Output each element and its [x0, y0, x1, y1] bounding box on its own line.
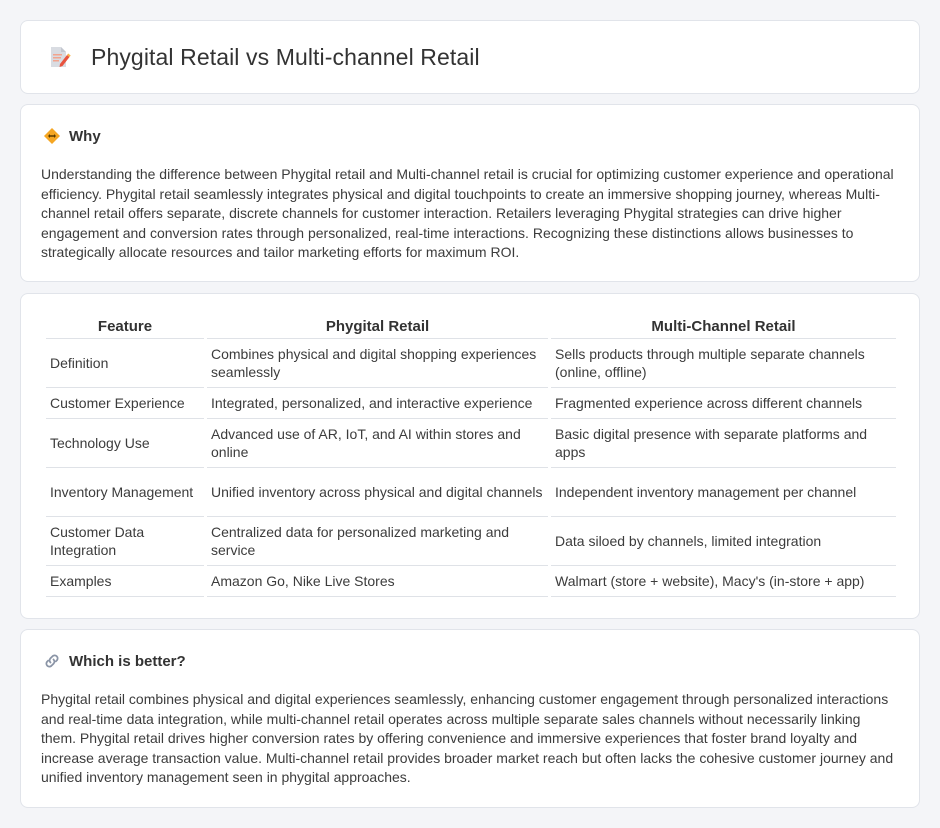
table-cell: Advanced use of AR, IoT, and AI within s…	[207, 419, 548, 468]
table-cell: Integrated, personalized, and interactiv…	[207, 388, 548, 419]
table-row: Examples Amazon Go, Nike Live Stores Wal…	[46, 566, 896, 597]
table-cell: Customer Data Integration	[46, 517, 204, 566]
table-header-row: Feature Phygital Retail Multi-Channel Re…	[46, 316, 896, 339]
why-text: Understanding the difference between Phy…	[41, 166, 894, 261]
comparison-table: Feature Phygital Retail Multi-Channel Re…	[43, 316, 899, 597]
table-cell: Definition	[46, 339, 204, 388]
table-cell: Walmart (store + website), Macy's (in-st…	[551, 566, 896, 597]
why-title: Why	[69, 127, 101, 145]
table-cell: Centralized data for personalized market…	[207, 517, 548, 566]
table-cell: Combines physical and digital shopping e…	[207, 339, 548, 388]
table-cell: Independent inventory management per cha…	[551, 468, 896, 517]
better-title: Which is better?	[69, 652, 186, 670]
table-row: Customer Experience Integrated, personal…	[46, 388, 896, 419]
table-row: Customer Data Integration Centralized da…	[46, 517, 896, 566]
why-section: Why Understanding the difference between…	[20, 104, 920, 282]
table-cell: Unified inventory across physical and di…	[207, 468, 548, 517]
table-cell: Customer Experience	[46, 388, 204, 419]
page-title: Phygital Retail vs Multi-channel Retail	[91, 43, 480, 70]
link-icon	[45, 654, 59, 668]
table-cell: Examples	[46, 566, 204, 597]
document-pen-icon	[51, 47, 71, 67]
table-header: Feature	[46, 316, 204, 339]
better-text: Phygital retail combines physical and di…	[41, 691, 894, 786]
table-cell: Inventory Management	[46, 468, 204, 517]
table-cell: Sells products through multiple separate…	[551, 339, 896, 388]
table-header: Multi-Channel Retail	[551, 316, 896, 339]
table-cell: Amazon Go, Nike Live Stores	[207, 566, 548, 597]
comparison-table-card: Feature Phygital Retail Multi-Channel Re…	[20, 293, 920, 619]
which-is-better-section: Which is better? Phygital retail combine…	[20, 629, 920, 808]
diamond-arrows-icon	[44, 128, 60, 144]
table-header: Phygital Retail	[207, 316, 548, 339]
table-cell: Basic digital presence with separate pla…	[551, 419, 896, 468]
table-row: Definition Combines physical and digital…	[46, 339, 896, 388]
table-cell: Technology Use	[46, 419, 204, 468]
header-card: Phygital Retail vs Multi-channel Retail	[20, 20, 920, 94]
table-cell: Fragmented experience across different c…	[551, 388, 896, 419]
table-row: Inventory Management Unified inventory a…	[46, 468, 896, 517]
table-row: Technology Use Advanced use of AR, IoT, …	[46, 419, 896, 468]
table-cell: Data siloed by channels, limited integra…	[551, 517, 896, 566]
